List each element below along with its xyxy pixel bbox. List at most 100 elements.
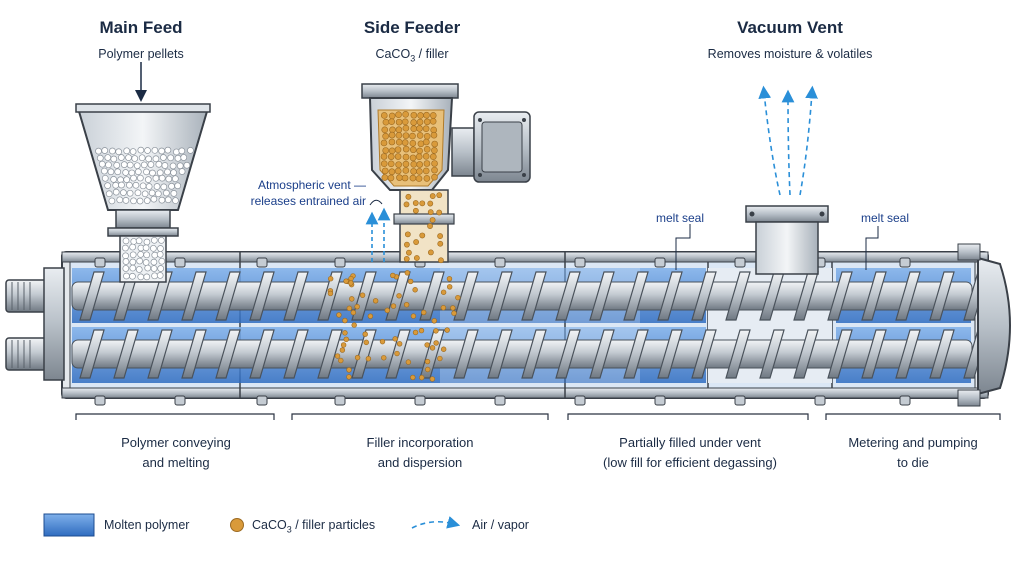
pellet bbox=[105, 190, 113, 198]
filler-particle bbox=[396, 341, 403, 347]
filler-particle bbox=[367, 313, 374, 319]
filler-particle bbox=[416, 125, 423, 132]
zone-4-label: Metering and pumping to die bbox=[828, 433, 998, 473]
pellet bbox=[135, 266, 143, 273]
screw-flight bbox=[929, 271, 955, 321]
legend-filler-suffix: / filler particles bbox=[291, 518, 376, 532]
pellet bbox=[167, 154, 175, 162]
filler-particle bbox=[396, 293, 402, 299]
pellet bbox=[123, 272, 130, 280]
filler-particle bbox=[348, 280, 354, 286]
pellet bbox=[116, 196, 124, 204]
legend-graphics bbox=[43, 513, 461, 537]
pellet bbox=[187, 147, 194, 154]
pellet bbox=[161, 162, 169, 169]
filler-particle bbox=[354, 303, 360, 310]
filler-particle bbox=[444, 327, 450, 333]
filler-particle bbox=[438, 257, 444, 264]
atmospheric-vent-label-2: releases entrained air bbox=[250, 194, 366, 208]
filler-particle bbox=[402, 124, 410, 132]
pellet bbox=[143, 197, 151, 205]
vacuum-vapor-arrows bbox=[758, 85, 818, 196]
bolt bbox=[654, 395, 666, 406]
screw-flight bbox=[861, 329, 887, 379]
screw-flight bbox=[623, 271, 649, 321]
filler-particle bbox=[380, 112, 388, 119]
pellet bbox=[141, 190, 149, 198]
side-feeder-subtitle: CaCO3 / filler bbox=[352, 47, 472, 64]
pellet bbox=[126, 189, 134, 197]
pellet bbox=[136, 197, 144, 205]
filler-particle bbox=[334, 353, 341, 359]
filler-particle bbox=[424, 358, 431, 365]
pellet bbox=[134, 168, 142, 176]
filler-particle bbox=[342, 330, 348, 336]
filler-particle bbox=[416, 132, 424, 139]
filler-particle bbox=[381, 126, 389, 134]
pellet bbox=[150, 265, 158, 272]
filler-particle bbox=[388, 131, 396, 139]
pellet bbox=[123, 176, 131, 184]
legend-filler-swatch bbox=[230, 518, 244, 532]
pellet bbox=[145, 155, 152, 163]
pellet bbox=[118, 181, 125, 189]
filler-particle bbox=[423, 138, 430, 146]
filler-particle bbox=[417, 140, 425, 148]
filler-particle bbox=[346, 374, 352, 380]
filler-particle bbox=[422, 125, 430, 133]
legend-air-label: Air / vapor bbox=[472, 518, 529, 532]
pellet bbox=[101, 167, 108, 175]
screw-flight bbox=[113, 329, 139, 379]
screw-flight bbox=[589, 329, 615, 379]
pellet bbox=[140, 161, 148, 169]
filler-particle bbox=[410, 119, 417, 126]
filler-particle bbox=[395, 111, 402, 119]
pellet bbox=[160, 183, 168, 191]
atmospheric-vent-label-1: Atmospheric vent — bbox=[257, 178, 366, 192]
bolt bbox=[734, 257, 746, 268]
pellet bbox=[101, 147, 109, 154]
filler-particle bbox=[338, 357, 344, 364]
screw-flight bbox=[691, 329, 717, 379]
pellet bbox=[158, 236, 165, 244]
filler-particle bbox=[429, 376, 436, 382]
filler-particle bbox=[401, 139, 409, 146]
screw-flight bbox=[453, 271, 479, 321]
pellet bbox=[122, 169, 130, 176]
pellet bbox=[142, 244, 150, 252]
filler-particle bbox=[382, 147, 389, 154]
pellet bbox=[144, 147, 151, 154]
atmospheric-vent-arrows bbox=[365, 207, 391, 262]
pellet bbox=[112, 181, 120, 189]
pellet bbox=[129, 264, 137, 272]
melt-seal-left-pointer bbox=[675, 224, 691, 270]
pellet bbox=[178, 168, 186, 175]
pellet bbox=[147, 161, 155, 168]
filler-particle bbox=[387, 153, 395, 160]
pellet bbox=[135, 237, 143, 245]
pellet bbox=[98, 160, 106, 168]
filler-particle bbox=[404, 231, 411, 238]
filler-particle bbox=[413, 255, 420, 261]
filler-particle bbox=[395, 118, 403, 126]
legend-filler-label: CaCO3 / filler particles bbox=[252, 518, 375, 535]
filler-particle bbox=[402, 111, 409, 118]
bolt bbox=[94, 395, 106, 406]
filler-particle bbox=[437, 355, 443, 362]
pellet bbox=[114, 168, 122, 176]
side-feeder-title: Side Feeder bbox=[363, 18, 461, 37]
filler-particle bbox=[415, 153, 423, 161]
filler-particle bbox=[402, 160, 410, 168]
filler-particle bbox=[343, 336, 349, 343]
pellet bbox=[96, 154, 104, 162]
screw-flight bbox=[895, 329, 921, 379]
pellet bbox=[143, 168, 150, 176]
pellet bbox=[142, 259, 150, 266]
pellet bbox=[158, 257, 166, 265]
bolt bbox=[334, 395, 346, 406]
filler-particle bbox=[346, 367, 352, 373]
pellet bbox=[129, 251, 137, 259]
vacuum-vent-subtitle: Removes moisture & volatiles bbox=[707, 47, 873, 61]
filler-particle bbox=[384, 307, 391, 314]
filler-particle bbox=[446, 284, 453, 290]
